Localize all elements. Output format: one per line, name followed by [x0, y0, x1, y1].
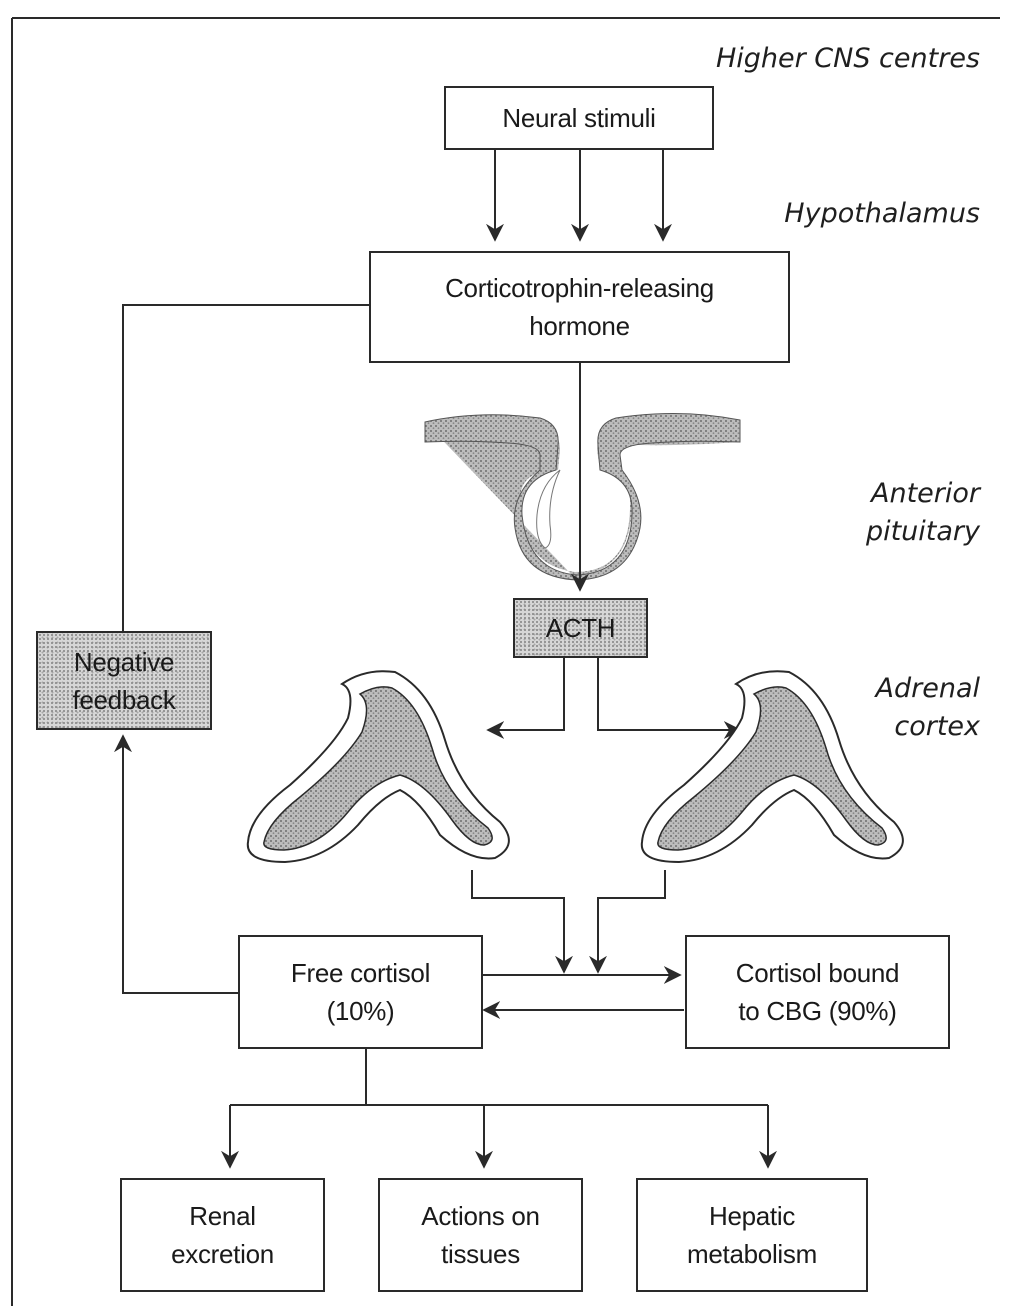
box-negative-feedback-text: Negative feedback	[72, 643, 175, 719]
box-crh: Corticotrophin-releasing hormone	[369, 251, 790, 363]
box-acth-text: ACTH	[546, 609, 616, 647]
box-acth: ACTH	[513, 598, 648, 658]
box-renal-excretion: Renal excretion	[120, 1178, 325, 1292]
arrow-acth-to-right-adrenal	[598, 658, 740, 730]
box-hepatic-metabolism-text: Hepatic metabolism	[687, 1197, 817, 1273]
arrow-cortisol-to-feedback	[123, 736, 238, 993]
box-actions-on-tissues-text: Actions on tissues	[421, 1197, 539, 1273]
left-adrenal-gland-icon	[248, 671, 509, 862]
box-actions-on-tissues: Actions on tissues	[378, 1178, 583, 1292]
label-hypothalamus: Hypothalamus	[600, 195, 980, 233]
arrow-left-adrenal-to-cortisol	[472, 870, 564, 972]
label-adrenal-cortex: Adrenal cortex	[780, 670, 980, 746]
arrow-acth-to-left-adrenal	[488, 658, 564, 730]
box-bound-cortisol-text: Cortisol bound to CBG (90%)	[736, 954, 899, 1030]
label-higher-cns: Higher CNS centres	[600, 40, 980, 78]
label-anterior-pituitary: Anterior pituitary	[780, 475, 980, 551]
box-renal-excretion-text: Renal excretion	[171, 1197, 274, 1273]
box-free-cortisol-text: Free cortisol (10%)	[291, 954, 430, 1030]
box-neural-stimuli-text: Neural stimuli	[502, 99, 655, 137]
box-negative-feedback: Negative feedback	[36, 631, 212, 730]
box-crh-text: Corticotrophin-releasing hormone	[445, 269, 714, 345]
box-hepatic-metabolism: Hepatic metabolism	[636, 1178, 868, 1292]
arrow-feedback-to-crh	[123, 305, 386, 632]
pituitary-gland-icon	[425, 413, 740, 580]
arrow-right-adrenal-to-cortisol	[598, 870, 665, 972]
box-neural-stimuli: Neural stimuli	[444, 86, 714, 150]
box-bound-cortisol: Cortisol bound to CBG (90%)	[685, 935, 950, 1049]
box-free-cortisol: Free cortisol (10%)	[238, 935, 483, 1049]
